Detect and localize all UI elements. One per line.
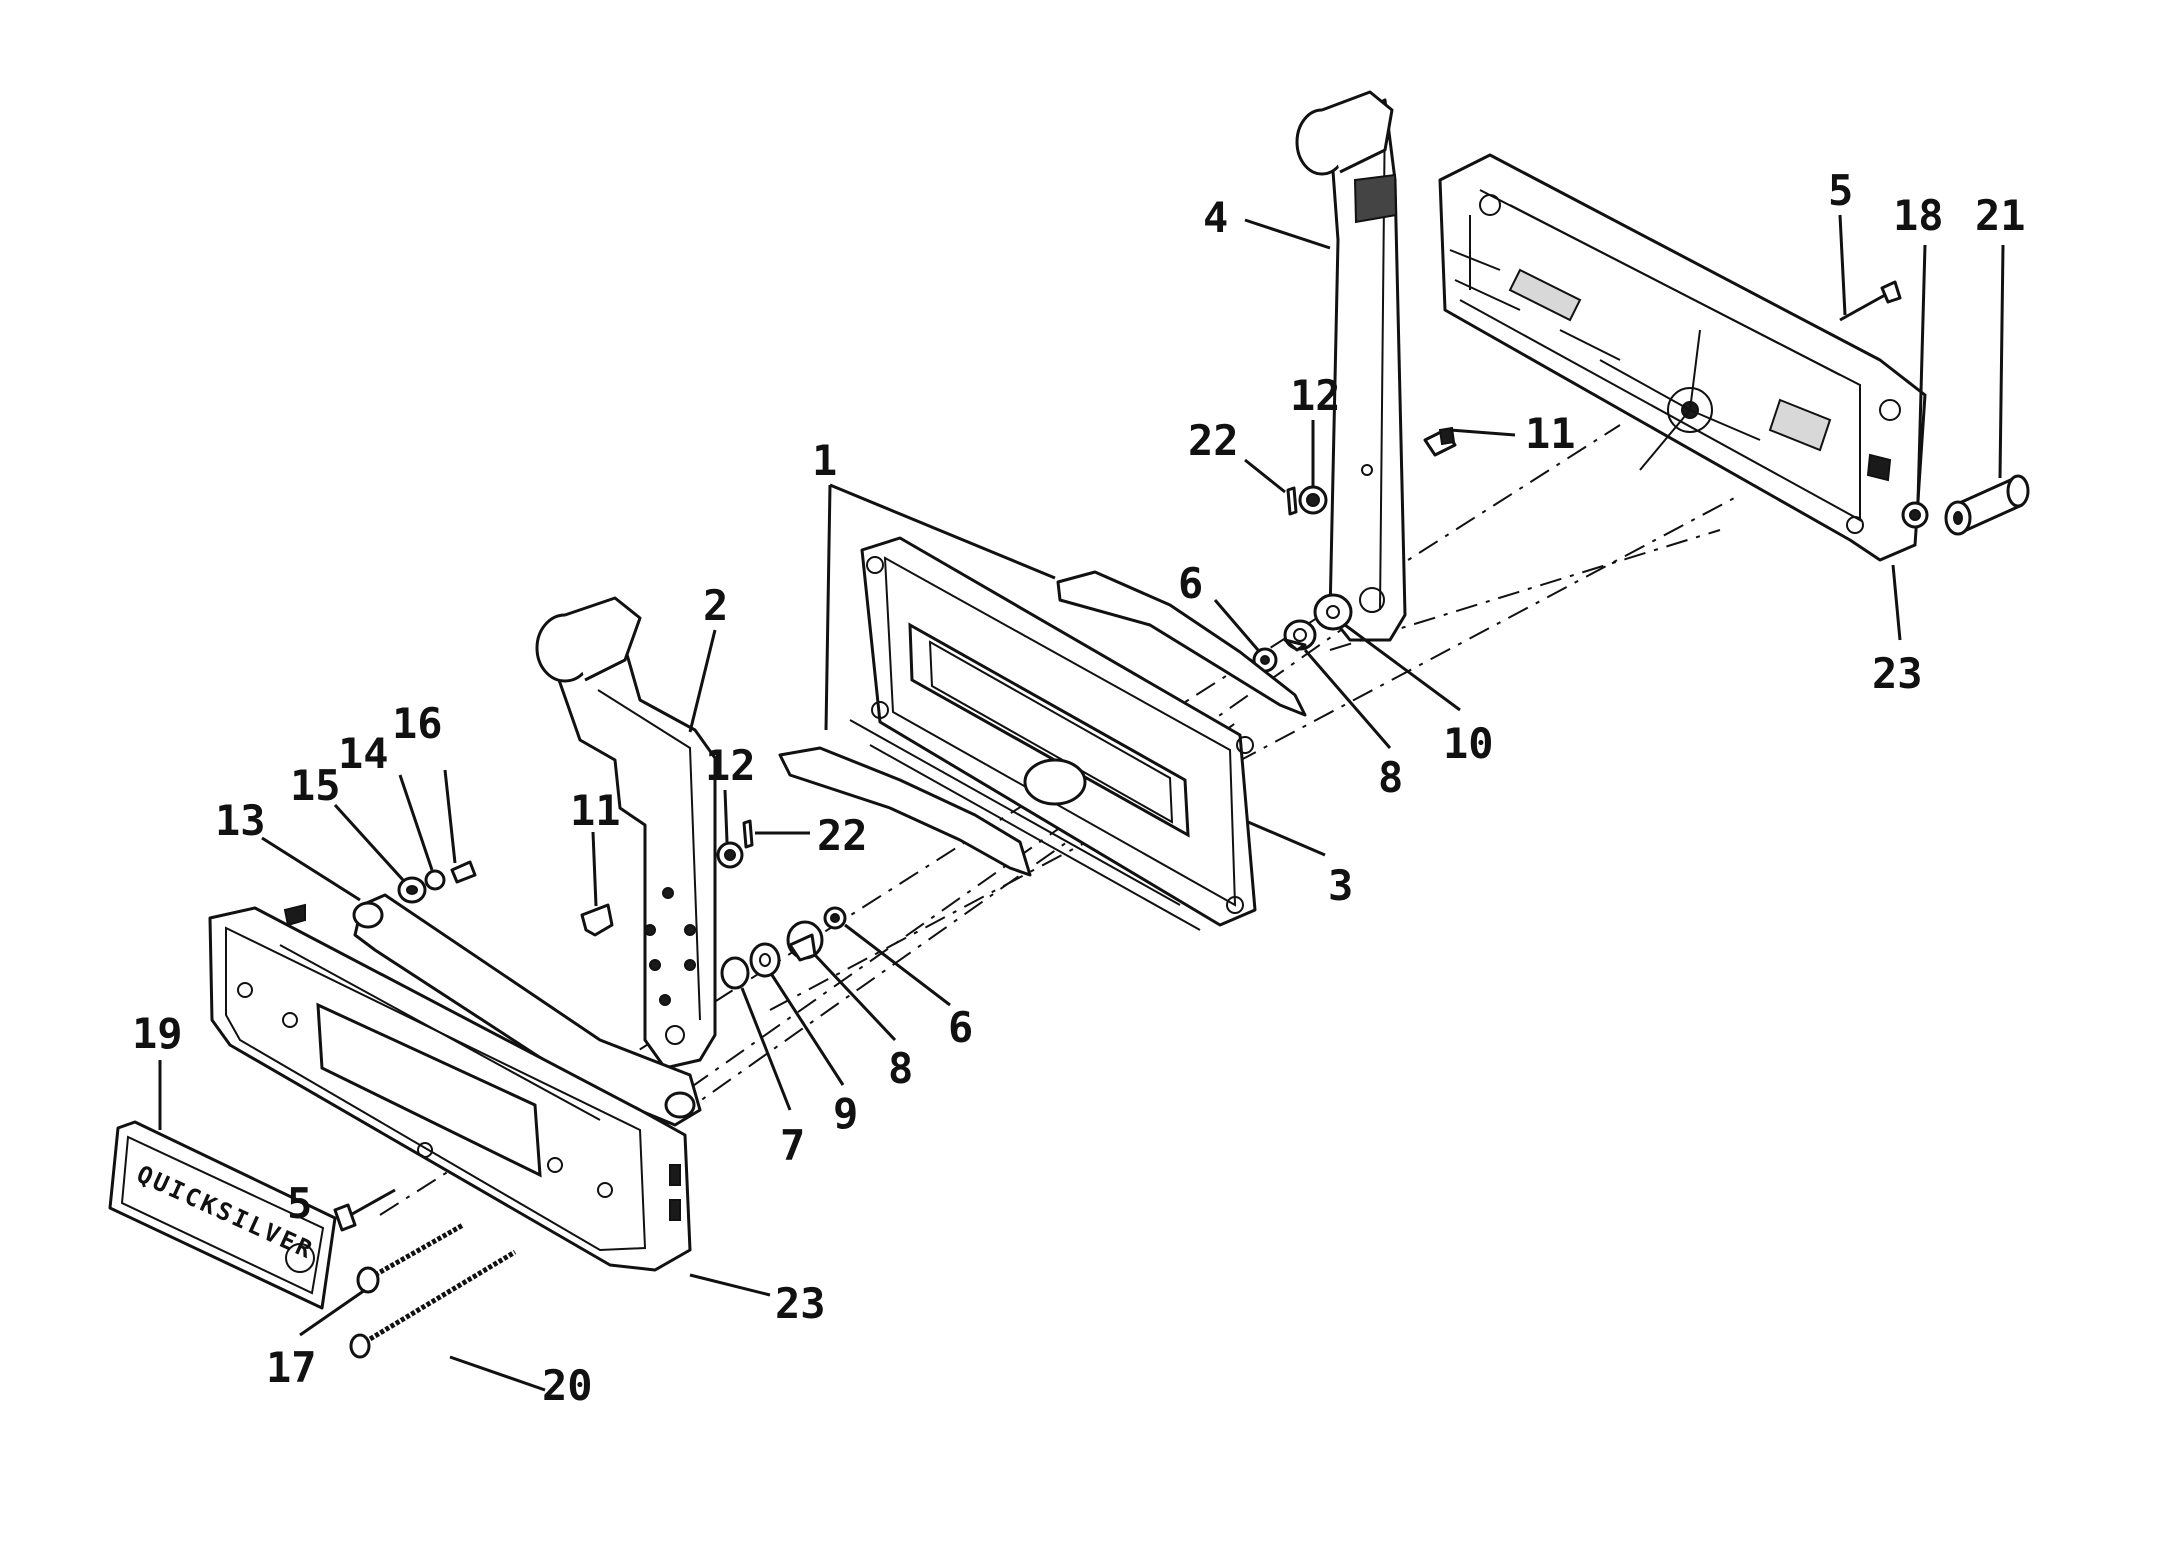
callout-12-right: 12 [1290,371,1341,420]
screw-5-left [333,1188,396,1232]
pin-22-right [1286,486,1298,516]
callout-5-left: 5 [287,1179,312,1228]
washer-7 [720,956,750,990]
callout-11-right: 11 [1525,409,1576,458]
callout-13: 13 [215,796,266,845]
callout-2: 2 [703,581,728,630]
screw-16 [450,860,477,884]
bolt-11-left [580,903,614,937]
callout-5-right: 5 [1828,166,1853,215]
washer-9 [749,942,781,978]
callout-17: 17 [266,1343,317,1392]
callout-15: 15 [290,761,341,810]
callout-9: 9 [833,1089,858,1138]
bolt-11-right [1423,426,1457,457]
callout-23-left: 23 [775,1279,826,1328]
callout-16: 16 [392,699,443,748]
callout-22-left: 22 [817,811,868,860]
callout-22-right: 22 [1188,416,1239,465]
nut-12-right [1298,485,1328,515]
callout-labels: 1 2 3 4 5 5 6 6 7 8 8 9 10 11 11 12 12 1… [132,166,2026,1410]
callout-4: 4 [1203,193,1228,242]
spring-1-upper [1056,570,1307,717]
screw-5-right [1839,280,1902,322]
callout-3: 3 [1328,861,1353,910]
nut-6-left [823,906,847,930]
callout-12-left: 12 [705,741,756,790]
callout-8-left: 8 [888,1044,913,1093]
callout-20: 20 [542,1361,593,1410]
screw-17 [356,1222,465,1294]
right-housing [1438,153,1927,562]
washer-15 [397,876,427,904]
pin-22-left [742,819,754,849]
nut-12-left [716,841,744,869]
washer-14 [424,869,446,891]
bushing-21 [1944,474,2030,536]
spacer-plate-13 [352,893,702,1127]
callout-6-center: 6 [1178,559,1203,608]
callout-1: 1 [812,436,837,485]
callout-8-center: 8 [1378,753,1403,802]
callout-11-left: 11 [570,786,621,835]
callout-10: 10 [1443,719,1494,768]
callout-14: 14 [338,729,389,778]
leader-lines [158,214,2005,1392]
lever-4 [1295,90,1407,642]
lever-2 [535,596,717,1070]
spring-1-lower [778,746,1032,877]
nut-18 [1901,501,1929,529]
callout-18: 18 [1893,191,1944,240]
callout-23-right: 23 [1872,649,1923,698]
callout-19: 19 [132,1009,183,1058]
callout-21: 21 [1975,191,2026,240]
callout-7: 7 [780,1121,805,1170]
washer-10 [1313,593,1353,631]
center-frame-3 [849,536,1257,931]
left-housing [208,903,692,1272]
screw-20 [349,1249,517,1359]
bushing-8-center [1283,619,1317,652]
callout-6-left: 6 [948,1003,973,1052]
bushing-8-left [786,920,824,962]
